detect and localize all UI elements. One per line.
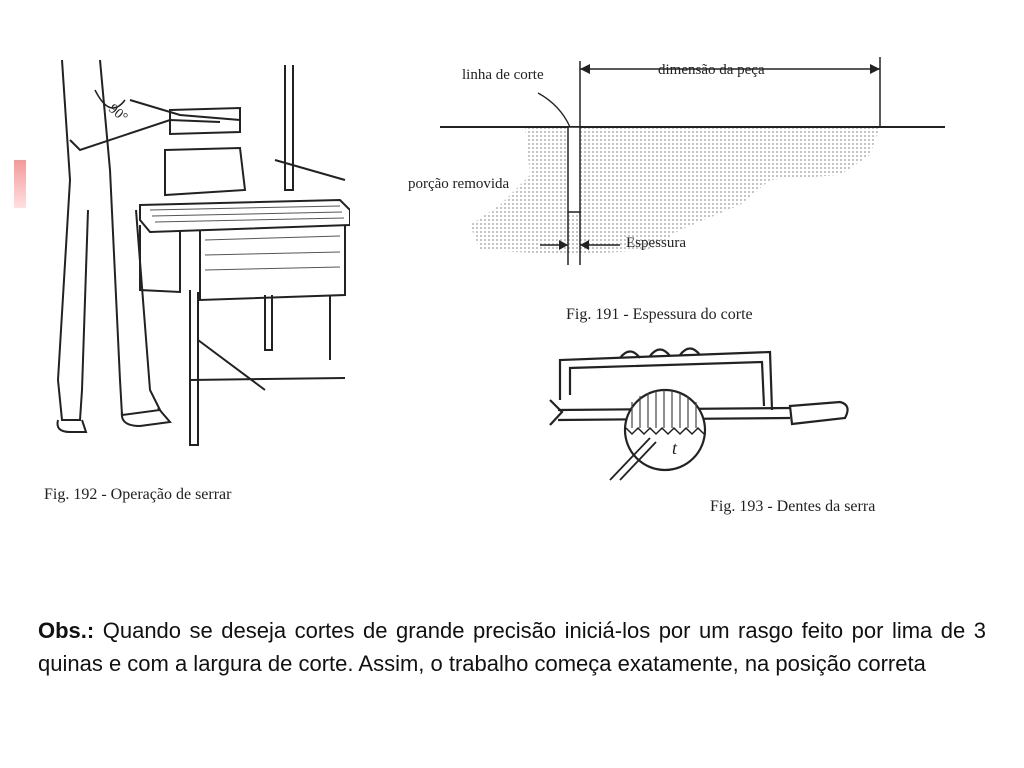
figure-192-sawing-illustration: 90° xyxy=(40,60,350,480)
fig-192-caption: Fig. 192 - Operação de serrar xyxy=(44,486,232,503)
fig-191-caption: Fig. 191 - Espessura do corte xyxy=(566,306,753,323)
cut-thickness-drawing xyxy=(440,57,945,265)
figure-191-cut-thickness xyxy=(440,55,950,295)
observation-note: Obs.: Quando se deseja cortes de grande … xyxy=(38,614,986,680)
saw-frame-drawing: t xyxy=(549,347,849,481)
note-text: Quando se deseja cortes de grande precis… xyxy=(38,618,986,676)
removed-portion-label: porção removida xyxy=(408,176,510,192)
sawing-drawing: 90° xyxy=(56,60,350,446)
thickness-label: Espessura xyxy=(626,235,686,251)
cut-line-label: linha de corte xyxy=(462,67,544,83)
tooth-label: t xyxy=(672,438,678,458)
figure-193-saw-teeth: t xyxy=(540,340,860,490)
note-prefix: Obs.: xyxy=(38,618,95,643)
angle-label: 90° xyxy=(105,102,130,126)
piece-dimension-label: dimensão da peça xyxy=(658,62,765,78)
fig-193-caption: Fig. 193 - Dentes da serra xyxy=(710,498,876,515)
accent-bar xyxy=(14,160,26,208)
